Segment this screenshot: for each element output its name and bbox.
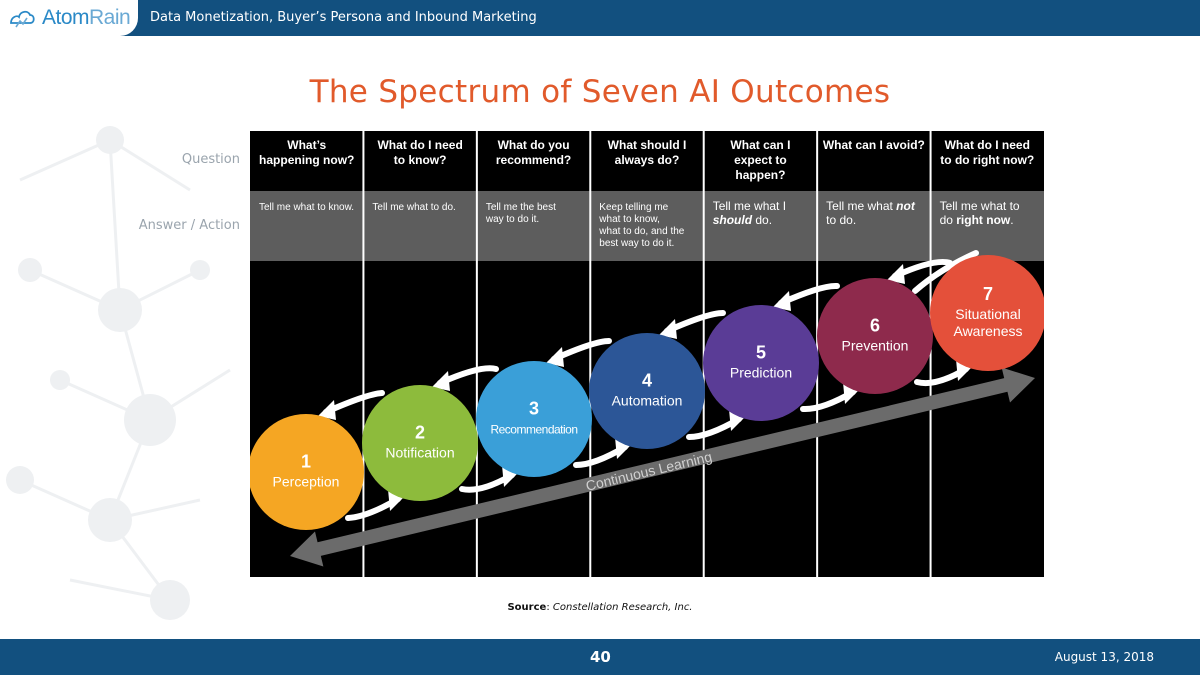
outcome-label: Awareness xyxy=(953,323,1022,339)
outcome-label: Prevention xyxy=(842,338,909,354)
question-line: What do I need xyxy=(377,138,462,152)
feedback-arrowhead xyxy=(432,371,450,391)
outcome-label: Notification xyxy=(385,445,454,461)
question-line: What should I xyxy=(608,138,687,152)
source-citation: Source: Constellation Research, Inc. xyxy=(507,602,693,613)
footer-bar: 40 August 13, 2018 xyxy=(0,639,1200,675)
outcome-label: Perception xyxy=(273,474,340,490)
answer-line: best way to do it. xyxy=(599,238,674,249)
outcome-number: 5 xyxy=(756,343,766,363)
answer-line: to do. xyxy=(826,213,856,227)
question-text: What can I avoid? xyxy=(823,138,925,152)
feedback-arrowhead xyxy=(318,400,336,420)
outcome-number: 1 xyxy=(301,452,311,472)
outcome-number: 3 xyxy=(529,399,539,419)
feedback-arrowhead xyxy=(887,264,905,284)
page-number: 40 xyxy=(590,648,611,666)
outcome-circle-shape xyxy=(589,333,705,449)
atomrain-logo-icon xyxy=(10,10,35,28)
background-network-decoration xyxy=(6,126,231,620)
question-line: recommend? xyxy=(496,153,571,167)
outcome-label: Situational xyxy=(955,306,1020,322)
answer-text: Tell me what to know. xyxy=(259,202,354,213)
header-title: Data Monetization, Buyer’s Persona and I… xyxy=(150,10,537,25)
question-line: always do? xyxy=(615,153,680,167)
outcome-label: Recommendation xyxy=(490,423,577,437)
question-line: expect to xyxy=(734,153,787,167)
question-line: to know? xyxy=(394,153,447,167)
outcome-label: Automation xyxy=(612,393,683,409)
logo-text: AtomRain xyxy=(42,6,131,29)
outcome-circle-shape xyxy=(476,361,592,477)
answer-text: Tell me what to do. xyxy=(372,202,455,213)
header-bar: AtomRain Data Monetization, Buyer’s Pers… xyxy=(0,0,1200,36)
answer-line: Keep telling me xyxy=(599,202,668,213)
answer-line: Tell me what to xyxy=(940,199,1020,213)
question-line: happening now? xyxy=(259,153,354,167)
continuous-learning-arrow xyxy=(290,367,1035,567)
answer-line: Tell me what to do. xyxy=(372,202,455,213)
footer-date: August 13, 2018 xyxy=(1054,650,1154,664)
outcome-circle-shape xyxy=(817,278,933,394)
answer-line: Tell me the best xyxy=(486,202,556,213)
outcome-number: 6 xyxy=(870,316,880,336)
outcome-label: Prediction xyxy=(730,365,792,381)
answer-line: way to do it. xyxy=(485,214,539,225)
feedback-arrowhead xyxy=(546,347,564,367)
answer-line: Tell me what to know. xyxy=(259,202,354,213)
question-line: What do you xyxy=(498,138,570,152)
feedback-arrowhead xyxy=(773,291,791,311)
outcome-circle-shape xyxy=(250,414,364,530)
question-line: What can I avoid? xyxy=(823,138,925,152)
answer-line: what to know, xyxy=(598,214,660,225)
answer-line: do right now. xyxy=(940,213,1014,227)
row-label-question: Question xyxy=(181,152,240,167)
answer-line: Tell me what I xyxy=(713,199,786,213)
answer-line: what to do, and the xyxy=(598,226,685,237)
outcome-number: 4 xyxy=(642,371,652,391)
outcome-circle-shape xyxy=(703,305,819,421)
answer-line: Tell me what not xyxy=(826,199,916,213)
answer-line: should do. xyxy=(713,213,772,227)
answer-band xyxy=(250,191,1044,261)
outcome-number: 7 xyxy=(983,284,993,304)
row-label-answer: Answer / Action xyxy=(138,218,240,233)
feedback-arrow xyxy=(912,250,979,294)
outcome-circle-shape xyxy=(362,385,478,501)
question-line: What can I xyxy=(730,138,790,152)
logo: AtomRain xyxy=(0,0,138,36)
question-line: What do I need xyxy=(945,138,1030,152)
outcome-number: 2 xyxy=(415,423,425,443)
question-line: What’s xyxy=(287,138,326,152)
slide-title: The Spectrum of Seven AI Outcomes xyxy=(309,74,891,110)
question-line: happen? xyxy=(735,168,785,182)
feedback-arrowhead xyxy=(659,319,677,339)
outcome-circle-shape xyxy=(930,255,1044,371)
question-line: to do right now? xyxy=(940,153,1034,167)
